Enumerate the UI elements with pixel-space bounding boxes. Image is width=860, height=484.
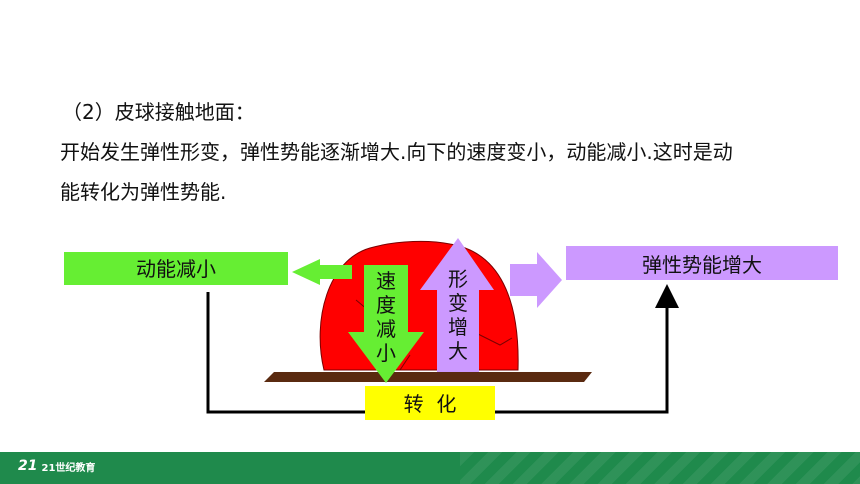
ball-crack-3 [399,354,411,371]
right-arrow [510,252,562,308]
right-box-label: 弹性势能增大 [642,253,762,277]
brand-logo: 21 21世纪教育 [18,458,95,474]
up-arrow-char-1: 形 [448,267,468,291]
down-arrow-char-2: 度 [376,293,396,317]
bottom-box-label: 转 化 [404,392,457,416]
down-arrow-char-1: 速 [376,269,396,293]
body-line-2: 能转化为弹性势能. [60,180,227,204]
energy-diagram: 动能减小 弹性势能增大 转 化 速 度 减 小 形 变 增 大 [64,238,838,420]
bottom-box [365,386,495,420]
ball-crack-2 [469,329,513,346]
up-arrow-char-3: 增 [448,315,468,339]
right-box [566,246,838,280]
left-box-label: 动能减小 [136,257,216,281]
logo-text: 21世纪教育 [41,462,96,474]
connector-left [206,292,365,414]
connector-right [495,284,679,414]
deformed-ball [319,240,519,371]
logo-mark: 21 [18,458,38,474]
up-arrow [420,238,494,372]
up-arrow-char-4: 大 [448,339,468,363]
body-line-1: 开始发生弹性形变，弹性势能逐渐增大.向下的速度变小，动能减小.这时是动 [60,140,733,164]
down-arrow [348,265,424,383]
up-arrow-char-2: 变 [448,291,468,315]
left-arrow [292,259,352,285]
footer-bar: 21 21世纪教育 [0,452,860,484]
down-arrow-char-4: 小 [376,341,396,365]
left-box [64,252,288,285]
footer-stripes [460,452,860,484]
heading-line: （2）皮球接触地面： [62,100,255,124]
ground-plate [264,372,592,382]
down-arrow-char-3: 减 [376,317,396,341]
